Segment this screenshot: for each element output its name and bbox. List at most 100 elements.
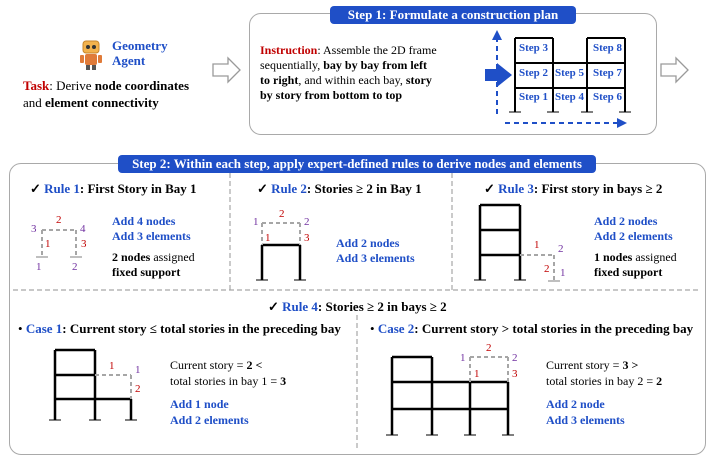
rule3-node-2: 2: [558, 243, 564, 255]
check-icon: ✓: [30, 181, 41, 196]
check-icon: ✓: [484, 181, 495, 196]
rule3-title: ✓ Rule 3: First story in bays ≥ 2: [484, 181, 662, 197]
step1-instruction: Instruction: Assemble the 2D frame seque…: [260, 43, 485, 103]
case2-line2a: total stories in bay 2 =: [546, 374, 657, 388]
rule1-support-type: fixed support: [112, 265, 181, 279]
case2-elem-2: 2: [486, 342, 492, 354]
rule1-node-2: 2: [72, 261, 78, 273]
instruction-line2b: bay by bay from left: [323, 58, 427, 72]
step-cell-8: Step 8: [593, 42, 623, 54]
rule1-node-4: 4: [80, 223, 86, 235]
case2-line2: total stories in bay 2 = 2: [546, 374, 662, 389]
step1-panel: [249, 13, 657, 135]
case2-line1b: 3 >: [622, 358, 639, 372]
case1-line2a: total stories in bay 1 =: [170, 374, 281, 388]
rule1-frame-diagram: 3 4 1 2 2 1 3: [31, 214, 87, 273]
rule1-support-count: 2 nodes: [112, 250, 151, 264]
task-bold-2: element connectivity: [45, 95, 159, 110]
instruction-line3c: story: [405, 73, 432, 87]
case1-frame-diagram: 1 2 1: [49, 348, 141, 421]
rule3-node-1: 1: [560, 267, 566, 279]
instruction-line4: by story from bottom to top: [260, 88, 403, 102]
instruction-label: Instruction: [260, 43, 318, 57]
panel-dividers: [13, 173, 701, 449]
case2-add-node: Add 2 node: [546, 397, 605, 411]
arrow-right-icon: [212, 56, 241, 84]
rule3-label: Rule 3: [498, 181, 534, 196]
task-text-2: and: [23, 95, 46, 110]
step1-title: Step 1: Formulate a construction plan: [330, 6, 576, 24]
rule3-support-count: 1 nodes: [594, 250, 633, 264]
case1-elem-1: 1: [109, 360, 115, 372]
rule3-add-elements: Add 2 elements: [594, 229, 673, 243]
rule1-support: 2 nodes assigned: [112, 250, 195, 265]
check-icon: ✓: [268, 299, 279, 314]
instruction-line2a: sequentially,: [260, 58, 324, 72]
step2-title: Step 2: Within each step, apply expert-d…: [118, 155, 596, 173]
rule3-support: 1 nodes assigned: [594, 250, 677, 265]
rule2-frame-diagram: 1 2 2 1 3: [253, 208, 310, 281]
rule2-elem-3: 3: [304, 232, 310, 244]
step-cell-4: Step 4: [555, 91, 585, 103]
case1-title-text: : Current story ≤ total stories in the p…: [62, 321, 341, 336]
case1-line1: Current story = 2 <: [170, 358, 262, 373]
rule3-elem-1: 1: [534, 239, 540, 251]
instruction-line1: : Assemble the 2D frame: [317, 43, 437, 57]
case1-add-node: Add 1 node: [170, 397, 229, 411]
task-line2: and element connectivity: [23, 95, 159, 111]
case1-line1b: 2 <: [246, 358, 263, 372]
instruction-line3b: , and within each bay,: [298, 73, 406, 87]
task-text-1: : Derive: [49, 78, 95, 93]
rule1-title-text: : First Story in Bay 1: [79, 181, 197, 196]
rule1-elem-3: 3: [81, 238, 87, 250]
case2-elem-3: 3: [512, 368, 518, 380]
rule1-label: Rule 1: [44, 181, 80, 196]
case2-node-2: 2: [512, 352, 518, 364]
step-cell-2: Step 2: [519, 67, 549, 79]
rule4-title-text: : Stories ≥ 2 in bays ≥ 2: [317, 299, 447, 314]
rule2-title-text: : Stories ≥ 2 in Bay 1: [306, 181, 422, 196]
step-cell-3: Step 3: [519, 42, 549, 54]
rule2-node-1: 1: [253, 216, 259, 228]
agent-panel: Geometry Agent Task: Derive node coordin…: [14, 34, 224, 114]
rule1-node-3: 3: [31, 223, 37, 235]
rule3-add-nodes: Add 2 nodes: [594, 214, 658, 228]
rule3-title-text: : First story in bays ≥ 2: [533, 181, 663, 196]
rule2-elem-2: 2: [279, 208, 285, 220]
check-icon: ✓: [257, 181, 268, 196]
rule1-support-text: assigned: [150, 250, 195, 264]
case2-line1a: Current story =: [546, 358, 623, 372]
rule2-elem-1: 1: [265, 232, 271, 244]
rule3-support-text: assigned: [632, 250, 677, 264]
case1-node-1: 1: [135, 364, 141, 376]
rule1-add-nodes: Add 4 nodes: [112, 214, 176, 228]
arrow-right-icon: [485, 63, 512, 87]
case2-node-1: 1: [460, 352, 466, 364]
rule2-add-elements: Add 3 elements: [336, 251, 415, 265]
rule2-label: Rule 2: [271, 181, 307, 196]
rule3-elem-2: 2: [544, 263, 550, 275]
rule1-title: ✓ Rule 1: First Story in Bay 1: [30, 181, 197, 197]
rule4-title: ✓ Rule 4: Stories ≥ 2 in bays ≥ 2: [268, 299, 447, 315]
case1-line1a: Current story =: [170, 358, 247, 372]
case2-elem-1: 1: [474, 368, 480, 380]
rule2-title: ✓ Rule 2: Stories ≥ 2 in Bay 1: [257, 181, 422, 197]
step-cell-5: Step 5: [555, 67, 585, 79]
case1-title: • Case 1: Current story ≤ total stories …: [18, 321, 341, 336]
rule4-label: Rule 4: [282, 299, 318, 314]
rule1-elem-2: 2: [56, 214, 62, 226]
construction-plan-grid: [492, 30, 631, 128]
rule2-add-nodes: Add 2 nodes: [336, 236, 400, 250]
agent-name-line2: Agent: [112, 53, 146, 68]
task-line1: Task: Derive node coordinates: [23, 78, 189, 94]
case2-add-elements: Add 3 elements: [546, 413, 625, 427]
rule1-elem-1: 1: [45, 238, 51, 250]
case1-add-elements: Add 2 elements: [170, 413, 249, 427]
case2-line1: Current story = 3 >: [546, 358, 638, 373]
case2-label: Case 2: [377, 321, 415, 336]
rule1-add-elements: Add 3 elements: [112, 229, 191, 243]
case1-elem-2: 2: [135, 383, 141, 395]
arrow-right-icon: [660, 56, 689, 84]
rule1-node-1: 1: [36, 261, 42, 273]
robot-icon: [80, 40, 102, 70]
